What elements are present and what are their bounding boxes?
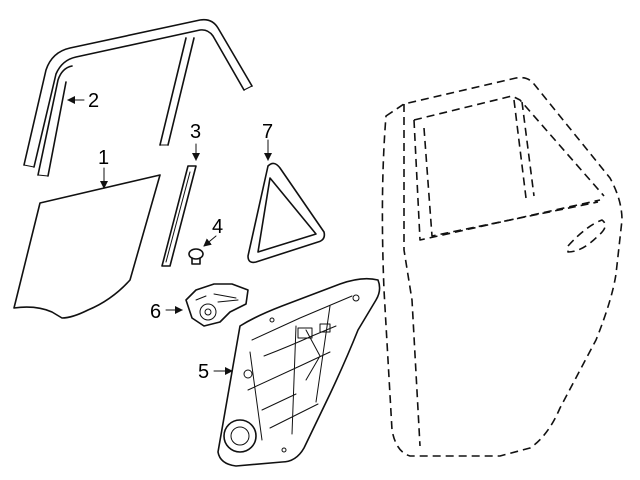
door-glass-part — [13, 174, 161, 319]
callout-1: 1 — [98, 147, 109, 169]
channel-strip-part — [161, 165, 197, 267]
callout-5: 5 — [198, 361, 209, 383]
window-motor-part — [185, 283, 249, 327]
callout-7: 7 — [262, 121, 273, 143]
clip-part — [188, 248, 204, 265]
callout-4: 4 — [212, 216, 223, 238]
callout-2: 2 — [88, 90, 99, 112]
window-regulator-part — [217, 277, 381, 467]
run-channel-part — [23, 18, 253, 177]
quarter-glass-part — [247, 162, 326, 264]
callout-6: 6 — [150, 301, 161, 323]
callout-arrows — [67, 96, 272, 375]
callout-3: 3 — [190, 121, 201, 143]
door-outline — [381, 76, 623, 457]
